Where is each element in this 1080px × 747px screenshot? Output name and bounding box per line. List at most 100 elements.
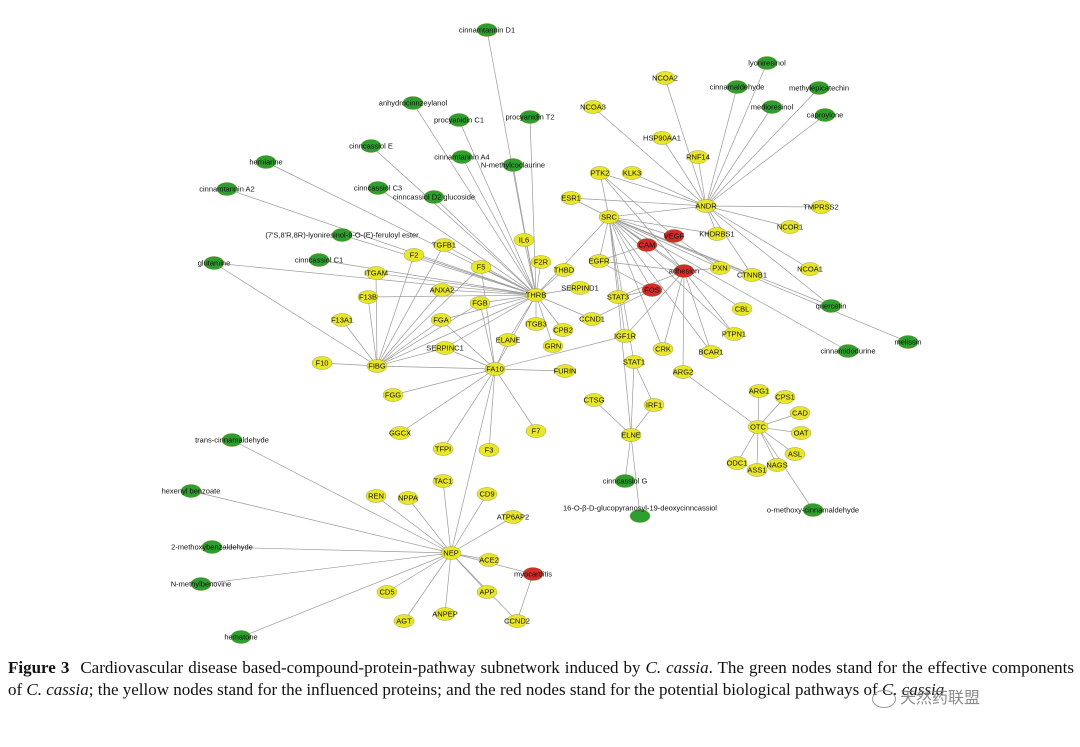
edge-src-ptk2 bbox=[599, 172, 610, 218]
caption-species-2: C. cassia bbox=[26, 680, 89, 699]
node-label: ARG2 bbox=[673, 368, 693, 377]
node-n-methylbenovine: N-methylbenovine bbox=[171, 577, 231, 591]
node-label: NCOA1 bbox=[797, 265, 823, 274]
node-label: CCND1 bbox=[579, 315, 605, 324]
node-il6: IL6 bbox=[513, 233, 535, 247]
node-agt: AGT bbox=[393, 614, 415, 628]
protein-node-marker bbox=[484, 362, 506, 376]
protein-node-marker bbox=[614, 329, 636, 343]
compound-node-marker bbox=[451, 150, 473, 164]
node-melissin: melissin bbox=[894, 335, 922, 349]
compound-node-marker bbox=[837, 344, 859, 358]
node-herniarine: herniarine bbox=[249, 155, 283, 169]
protein-node-marker bbox=[476, 487, 498, 501]
edge-fa10-tfpi bbox=[442, 368, 496, 450]
node-procyanidin-c1: procyanidin C1 bbox=[434, 113, 484, 127]
edge-thrb-elane bbox=[507, 294, 537, 341]
node-label: TGFB1 bbox=[432, 241, 456, 250]
protein-node-marker bbox=[789, 406, 811, 420]
compound-node-marker bbox=[726, 80, 748, 94]
protein-node-marker bbox=[731, 302, 753, 316]
node-itgb3: ITGB3 bbox=[525, 317, 547, 331]
node-ctsg: CTSG bbox=[584, 393, 605, 407]
node-label: IL6 bbox=[519, 236, 529, 245]
node-cpb2: CPB2 bbox=[552, 323, 574, 337]
node-label: F13A1 bbox=[331, 316, 353, 325]
node-label: CRK bbox=[655, 345, 671, 354]
edge-src-cbl bbox=[608, 216, 743, 310]
edge-stat1-irf1 bbox=[633, 361, 655, 406]
compound-node-marker bbox=[180, 484, 202, 498]
protein-node-marker bbox=[774, 390, 796, 404]
node-ptk2: PTK2 bbox=[589, 166, 611, 180]
protein-node-marker bbox=[469, 296, 491, 310]
compound-node-marker bbox=[203, 256, 225, 270]
protein-node-marker bbox=[432, 442, 454, 456]
protein-node-marker bbox=[554, 364, 576, 378]
node-tgfb1: TGFB1 bbox=[432, 238, 456, 252]
node-label: myocarditis bbox=[514, 570, 552, 579]
node-label: OAT bbox=[794, 429, 809, 438]
node-egfr: EGFR bbox=[589, 254, 610, 268]
node-label: KLK3 bbox=[623, 169, 641, 178]
edge-src-igf1r bbox=[608, 216, 626, 337]
node-rnf14: RNF14 bbox=[686, 150, 710, 164]
edge-elne-16-o-d-glucopyranosyl-19-deoxycinncassiol bbox=[630, 434, 641, 517]
protein-node-marker bbox=[506, 614, 528, 628]
protein-node-marker bbox=[525, 288, 547, 302]
node-furin: FURIN bbox=[554, 364, 576, 378]
protein-node-marker bbox=[393, 614, 415, 628]
protein-node-marker bbox=[706, 227, 728, 241]
node-hexenyl-benzoate: hexenyl benzoate bbox=[162, 484, 220, 498]
protein-node-marker bbox=[366, 359, 388, 373]
node-label: quercetin bbox=[816, 302, 847, 311]
edge-nep-hexenyl-benzoate bbox=[190, 490, 452, 554]
node-esr1: ESR1 bbox=[560, 191, 582, 205]
protein-node-marker bbox=[687, 150, 709, 164]
compound-node-marker bbox=[201, 540, 223, 554]
compound-node-marker bbox=[761, 100, 783, 114]
node-label: HSP90AA1 bbox=[643, 134, 681, 143]
node-ncor1: NCOR1 bbox=[777, 220, 803, 234]
edge-andr-rnf14 bbox=[697, 156, 707, 207]
protein-node-marker bbox=[525, 424, 547, 438]
node-label: cinncassiol C3 bbox=[354, 184, 402, 193]
edge-fa10-ggcx bbox=[399, 368, 496, 434]
node-label: o-methoxy-cinnamaldehyde bbox=[767, 506, 859, 515]
node-fgg: FGG bbox=[382, 388, 404, 402]
node-trans-cinnamaldehyde: trans-cinnamaldehyde bbox=[195, 433, 269, 447]
node-label: PTK2 bbox=[591, 169, 610, 178]
caption-text-1: Cardiovascular disease based-compound-pr… bbox=[80, 658, 646, 677]
node-itgam: ITGAM bbox=[364, 266, 388, 280]
edge-andr-medioresinol bbox=[705, 106, 773, 207]
protein-node-marker bbox=[478, 443, 500, 457]
node-caproylone: caproylone bbox=[807, 108, 844, 122]
node-ass1: ASS1 bbox=[746, 463, 768, 477]
node-label: BCAR1 bbox=[698, 348, 723, 357]
edge-fa10-igf1r bbox=[494, 335, 626, 370]
node-vegf: VEGF bbox=[664, 229, 685, 243]
edge-andr-tmprss2 bbox=[705, 205, 822, 208]
node-myocarditis: myocarditis bbox=[514, 567, 552, 581]
node-label: ITGAM bbox=[364, 269, 388, 278]
protein-node-marker bbox=[790, 426, 812, 440]
protein-node-marker bbox=[365, 266, 387, 280]
edge-src-fos bbox=[608, 216, 653, 291]
node-label: CPB2 bbox=[553, 326, 573, 335]
edge-fos-egfr bbox=[598, 260, 653, 291]
protein-node-marker bbox=[382, 388, 404, 402]
compound-node-marker bbox=[331, 228, 353, 242]
compound-node-marker bbox=[802, 503, 824, 517]
protein-node-marker bbox=[726, 456, 748, 470]
node-label: F7 bbox=[532, 427, 541, 436]
node-label: NCOA2 bbox=[652, 74, 678, 83]
edge-thrb-7-s-8-r-8r-lyoniresinol-9-o-e-feruloyl-ester bbox=[341, 234, 537, 296]
node-label: F3 bbox=[485, 446, 494, 455]
protein-node-marker bbox=[525, 317, 547, 331]
edge-vegf-pxn bbox=[673, 235, 721, 269]
edge-nep-atp6ap2 bbox=[450, 516, 514, 554]
node-label: caproylone bbox=[807, 111, 844, 120]
protein-node-marker bbox=[643, 398, 665, 412]
edge-nep-2-methoxybenzaldehyde bbox=[211, 546, 452, 554]
node-f7: F7 bbox=[525, 424, 547, 438]
